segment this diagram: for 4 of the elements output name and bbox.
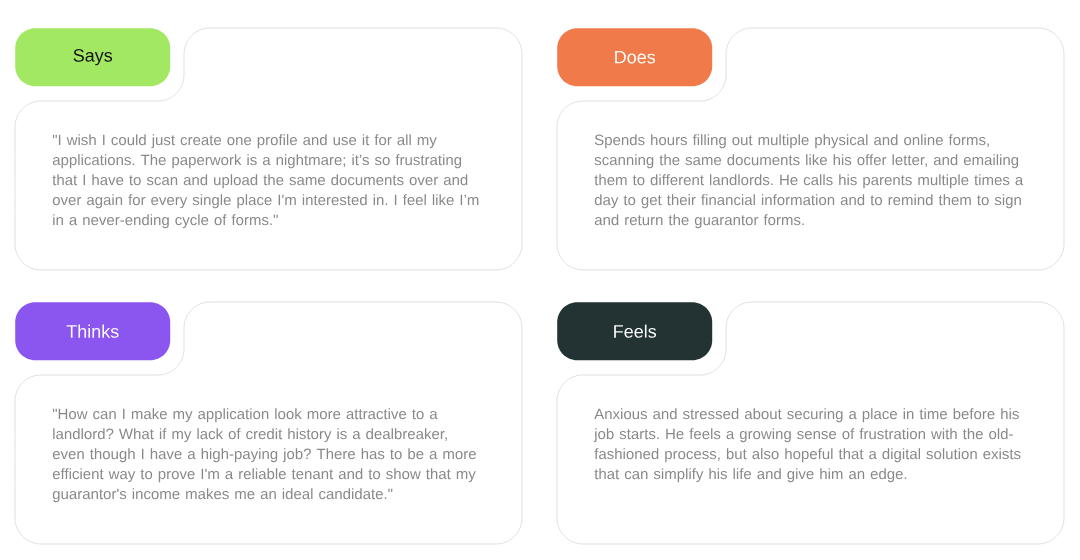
heading-pill: Feels [557, 302, 713, 361]
heading-pill: Thinks [15, 302, 171, 361]
heading-pill: Says [15, 28, 171, 87]
heading-pill: Does [557, 28, 713, 87]
